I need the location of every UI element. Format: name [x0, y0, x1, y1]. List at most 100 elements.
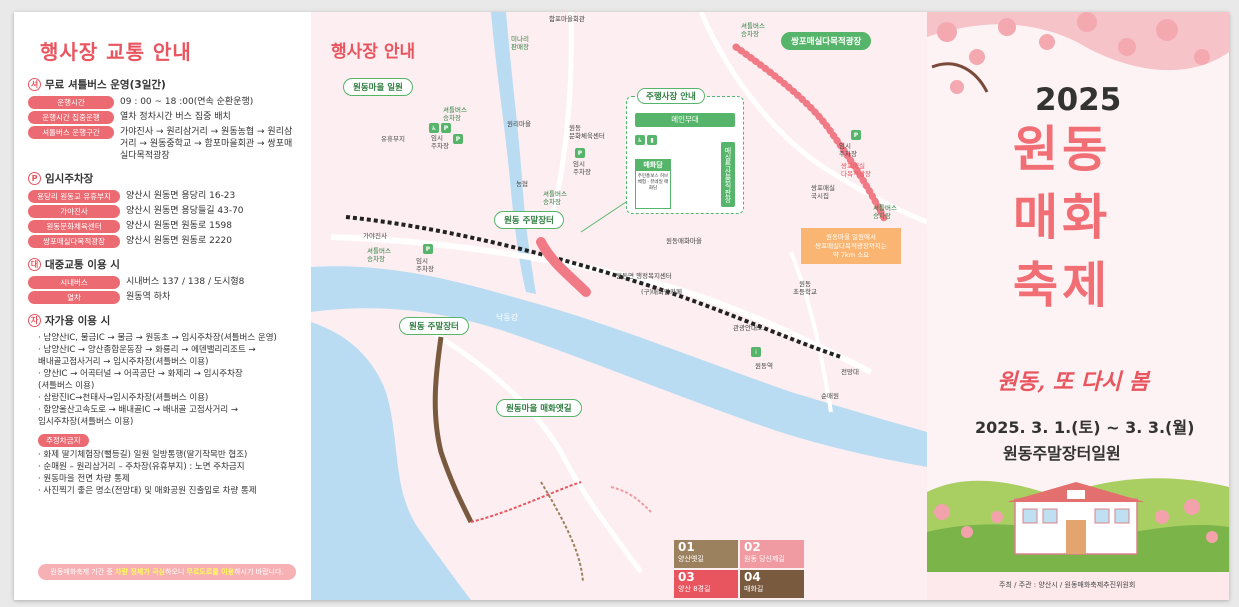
shuttle-title: 무료 셔틀버스 운영(3일간): [45, 79, 166, 91]
row-value: 양산시 원동면 원동로 1598: [126, 221, 233, 231]
blossom-trail: [732, 43, 890, 226]
traffic-guide-title: 행사장 교통 안내: [40, 40, 192, 64]
venue-pointer: [580, 201, 627, 233]
shuttle-stop-label: 셔틀버스 승차장: [873, 204, 897, 220]
shuttle-stop-label: 셔틀버스 승차장: [741, 22, 765, 38]
weekend-market-tag-south: 원동 주말장터: [399, 317, 469, 335]
row-value: 양산시 원동면 용당들길 43-70: [126, 206, 244, 216]
restroom-icon: ♿: [635, 135, 645, 145]
festival-year: 2025: [1035, 82, 1122, 118]
nh-label: 농협: [516, 180, 528, 188]
route-item: (셔틀버스 이용): [38, 381, 95, 391]
info-row: 가야진사 양산시 원동면 용당들길 43-70: [28, 205, 297, 218]
temp-parking-label: 임시 주차장: [431, 134, 449, 150]
row-label: 가야진사: [28, 205, 120, 218]
route-item: · 삼랑진IC→천태사→임시주차장(셔틀버스 이용): [38, 393, 209, 403]
row-label: 쌍포매실다목적광장: [28, 235, 120, 248]
route-02: [610, 486, 652, 513]
idle-land-label: 유휴부지: [381, 135, 405, 143]
minari-label: 미나리 판매장: [511, 35, 529, 51]
route-04: [432, 336, 474, 524]
parking-icon: P: [453, 134, 463, 144]
row-value: 시내버스 137 / 138 / 도시형8: [126, 277, 245, 287]
festival-place: 원동주말장터일원: [1003, 444, 1121, 463]
title-line-2: 매화: [1013, 189, 1112, 246]
parking-icon: P: [441, 123, 451, 133]
row-label: 원동문화체육센터: [28, 220, 120, 233]
old-road-tag: 원동마을 매화옛길: [496, 399, 582, 417]
row-value: 양산시 원동면 원동로 2220: [126, 236, 233, 246]
festival-slogan: 원동, 또 다시 봄: [997, 369, 1150, 395]
ground-flowers: [934, 499, 1218, 543]
restroom-icon: ♿: [429, 123, 439, 133]
transit-icon: 대: [28, 258, 41, 271]
route-01: [540, 481, 584, 583]
title-line-3: 축제: [1013, 257, 1112, 314]
temp-parking-label: 임시 주차장: [416, 257, 434, 273]
toilet-icon: ▮: [647, 135, 657, 145]
row-label: 셔틀버스 운행구간: [28, 126, 114, 139]
main-stage: 메인무대: [635, 113, 735, 127]
sunmaewon-label: 순매원: [821, 392, 839, 400]
route-item: · 양산IC → 어곡터널 → 어곡공단 → 화제리 → 임시주차장: [38, 369, 243, 379]
blossom-path: [536, 237, 591, 297]
parking-title: 임시주차장: [45, 173, 94, 185]
row-value: 양산시 원동면 용당리 16-23: [126, 191, 236, 201]
ban-item: · 원동마을 전면 차량 통제: [38, 474, 130, 484]
maesil-market: 매실특산품직판장: [721, 142, 735, 207]
ssangpo-tag: 쌍포매실다목적광장: [781, 32, 872, 50]
title-line-1: 원동: [1013, 121, 1112, 178]
row-label: 운행시간 집중운행: [28, 111, 114, 124]
welfare-center-label: 원동면 행정복지센터: [616, 272, 672, 280]
row-label: 열차: [28, 291, 120, 304]
route-item: · 남양산IC → 양산종합운동장 → 화룡리 → 에덴밸리리조트 →: [38, 345, 256, 355]
row-value: 원동역 하차: [126, 292, 171, 302]
info-icon: i: [751, 347, 761, 357]
car-icon: 자: [28, 314, 41, 327]
parking-icon: P: [28, 172, 41, 185]
festival-map: 행사장 안내 원동마을 일원 원동 주말장터 원동 주말장터 원동마을 매화옛길…: [311, 12, 927, 600]
village-tag: 원동마을 일원: [343, 78, 413, 96]
north-road: [548, 12, 574, 223]
tourist-info-label: 관광안내소: [733, 324, 763, 332]
title-panel: 2025 원동 매화 축제 원동, 또 다시 봄 2025. 3. 1.(토) …: [927, 12, 1229, 600]
car-title: 자가용 이용 시: [45, 315, 111, 327]
public-title: 대중교통 이용 시: [45, 259, 120, 271]
row-value: 열차 정차시간 버스 집중 배치: [120, 112, 231, 122]
ban-item: · 순매원 – 원리삼거리 – 주차장(유휴부지) : 노면 주차금지: [38, 462, 245, 472]
parking-icon: P: [575, 148, 585, 158]
traffic-notice: 원동매화축제 기간 중 차량 정체가 극심하오니 무료도로를 이용하시기 바랍니…: [38, 564, 296, 580]
noodle-shop-label: 쌍포매실 국시집: [811, 184, 835, 200]
river-lower: [311, 322, 471, 600]
car-section: 자 자가용 이용 시 · 남양산IC, 물금IC → 물금 → 원동초 → 임시주…: [28, 313, 297, 497]
shuttle-stop-label: 셔틀버스 승차장: [443, 106, 467, 122]
route-item: · 남양산IC, 물금IC → 물금 → 원동초 → 임시주차장(셔틀버스 운영…: [38, 333, 277, 343]
parking-icon: P: [423, 244, 433, 254]
row-label: 운행시간: [28, 96, 114, 109]
map-title: 행사장 안내: [331, 42, 416, 62]
route-03: [470, 481, 582, 523]
wonri-label: 원리마을: [507, 120, 531, 128]
weekend-market-tag: 원동 주말장터: [494, 211, 564, 229]
festival-date: 2025. 3. 1.(토) ~ 3. 3.(월): [975, 418, 1195, 437]
bus-icon: 셔: [28, 78, 41, 91]
station-label: 원동역: [755, 362, 773, 370]
temp-parking-label: 임시 주차장: [839, 142, 857, 158]
ban-item: · 화제 딸기체험장(뻘등길) 일원 일방통행(딸기작목반 협조): [38, 450, 248, 460]
info-row: 열차 원동역 하차: [28, 291, 297, 304]
hampo-label: 함포마을회관: [549, 15, 585, 23]
